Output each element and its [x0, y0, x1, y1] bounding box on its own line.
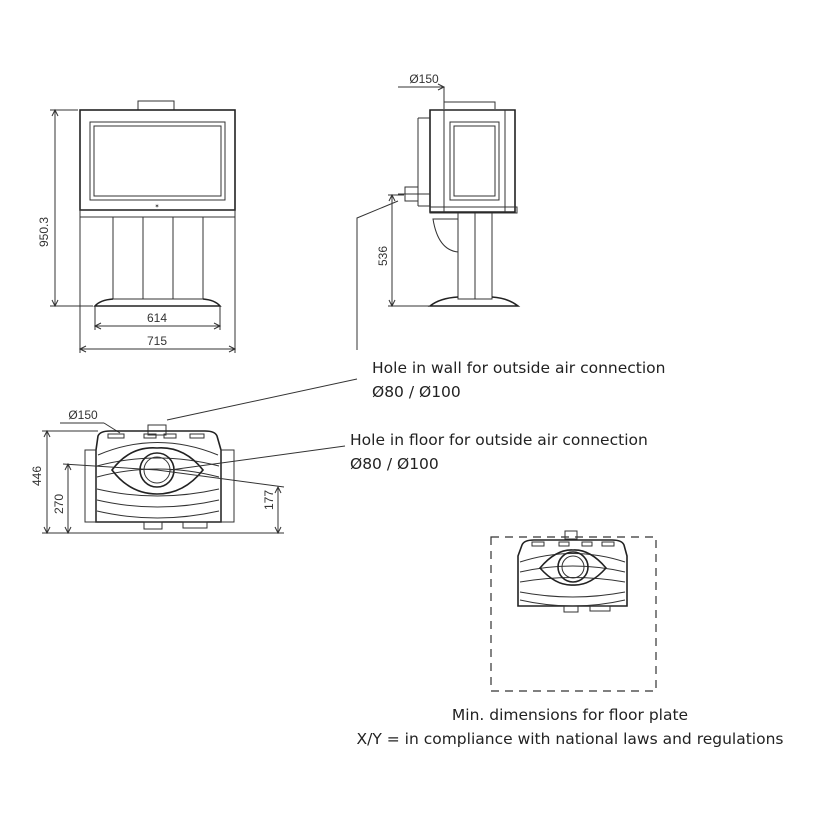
side-inlet-height-dim: 536: [376, 246, 390, 266]
floor-hole-title: Hole in floor for outside air connection: [350, 431, 648, 449]
svg-text:✶: ✶: [154, 203, 159, 210]
top-flue-dim: Ø150: [68, 408, 98, 422]
front-base-width-dim: 614: [147, 311, 167, 325]
floor-plate-note: X/Y = in compliance with national laws a…: [357, 730, 784, 748]
front-view: ✶ 950.3 614 715: [37, 100, 237, 353]
floor-plate-title: Min. dimensions for floor plate: [452, 706, 688, 724]
wall-hole-sizes: Ø80 / Ø100: [372, 383, 461, 401]
wall-hole-title: Hole in wall for outside air connection: [372, 359, 666, 377]
top-flue-offset-dim: 270: [52, 494, 66, 514]
top-inlet-offset-dim: 177: [262, 490, 276, 510]
top-depth-dim: 446: [30, 466, 44, 486]
front-height-dim: 950.3: [37, 217, 51, 247]
floor-plate-view: [490, 530, 657, 692]
side-flue-dim: Ø150: [409, 72, 439, 86]
side-view: Ø150 536: [356, 72, 521, 350]
front-overall-width-dim: 715: [147, 334, 167, 348]
floor-plate-outline: [490, 536, 657, 692]
top-view: Ø150 446: [30, 378, 358, 535]
floor-hole-sizes: Ø80 / Ø100: [350, 455, 439, 473]
